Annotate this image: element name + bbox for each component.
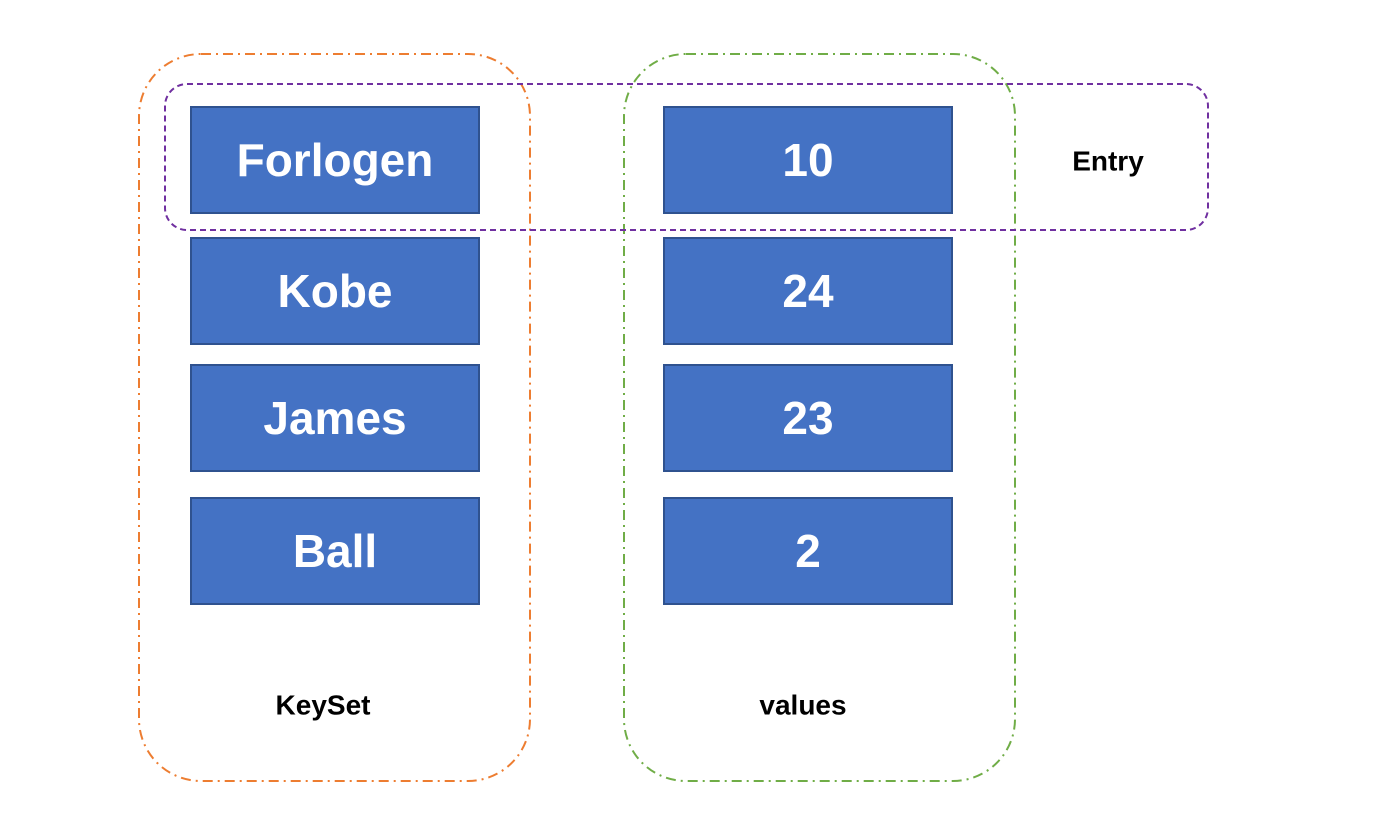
keyset-item-label: Forlogen [237,134,434,186]
values-item: 23 [663,364,953,472]
keyset-item: Forlogen [190,106,480,214]
entry-outline [164,83,1209,231]
values-outline [623,53,1016,782]
keyset-outline [138,53,531,782]
keyset-item-box [190,237,480,345]
values-item-label: 10 [782,134,833,186]
keyset-item-label: Kobe [278,265,393,317]
values-item: 10 [663,106,953,214]
values-item-box [663,106,953,214]
keyset-label: KeySet [276,690,371,721]
keyset-item-box [190,497,480,605]
keyset-item-box [190,364,480,472]
values-item-box [663,237,953,345]
keyset-item-label: Ball [293,525,377,577]
values-item-label: 24 [782,265,834,317]
keyset-item: James [190,364,480,472]
values-label: values [759,690,846,721]
entry-label: Entry [1072,146,1144,177]
values-item-label: 23 [782,392,833,444]
values-item: 2 [663,497,953,605]
values-item-label: 2 [795,525,821,577]
keyset-item: Ball [190,497,480,605]
values-item-box [663,497,953,605]
values-item-box [663,364,953,472]
values-item: 24 [663,237,953,345]
keyset-item-label: James [263,392,406,444]
keyset-item-box [190,106,480,214]
keyset-item: Kobe [190,237,480,345]
